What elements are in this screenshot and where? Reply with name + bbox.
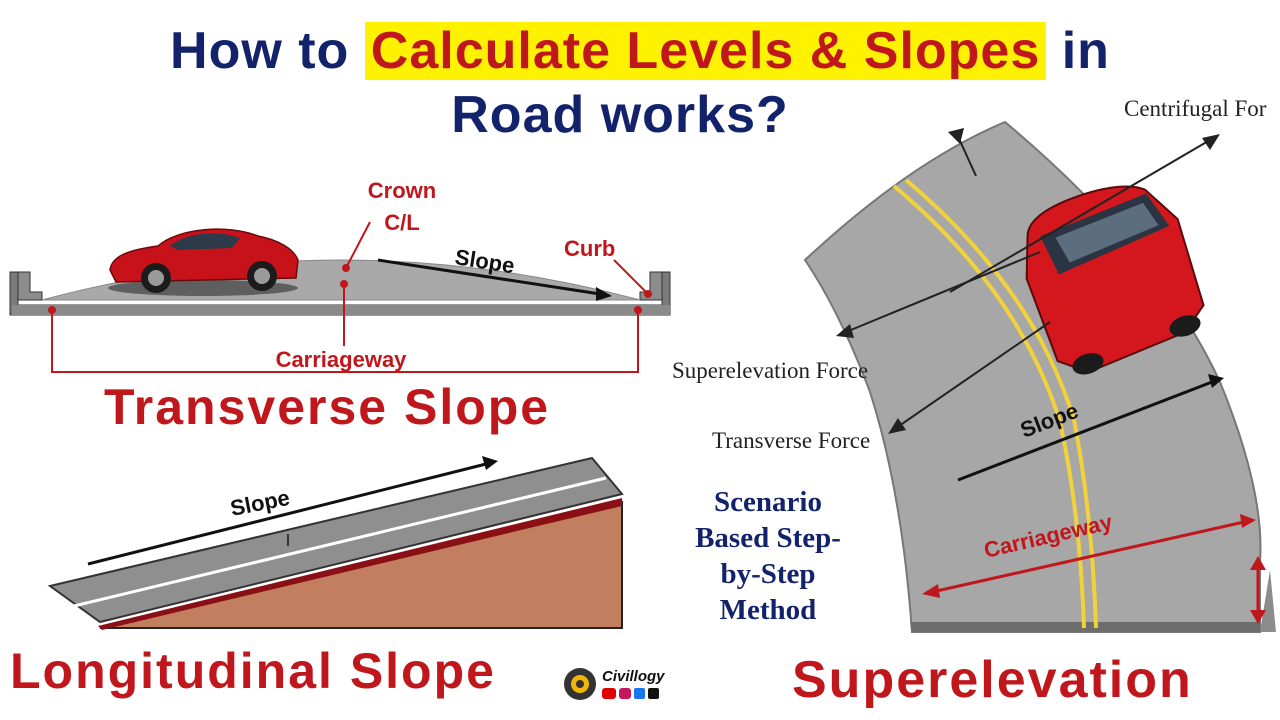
superelevation-caption: Superelevation	[792, 651, 1193, 709]
title-line2: Road works?	[451, 86, 789, 144]
carriageway-dimension	[51, 310, 639, 373]
superelevation-force-arrow	[845, 251, 1041, 333]
transverse-force-arrow	[895, 321, 1051, 429]
lane-marking	[73, 476, 607, 608]
title-suffix: in	[1046, 22, 1110, 80]
yellow-center-line-2	[904, 178, 1098, 629]
transverse-slope-arrow	[377, 258, 601, 296]
centrifugal-force-arrow	[949, 139, 1211, 293]
yellow-center-line-1	[892, 184, 1086, 629]
transverse-force-label: Transverse Force	[712, 428, 870, 453]
red-base-layer	[98, 498, 622, 630]
carriageway-width-arrow	[931, 520, 1245, 594]
superelevation-diagram: Centrifugal For Superelevation Force Tra…	[672, 96, 1276, 633]
superelevation-force-label: Superelevation Force	[672, 358, 868, 383]
facebook-icon	[634, 688, 645, 699]
curb-label: Curb	[564, 236, 615, 261]
superelevation-slope-arrow	[957, 380, 1213, 482]
curb-leader-line	[613, 259, 649, 295]
crown-label: Crown	[368, 178, 436, 203]
superelevation-red-car	[1025, 185, 1205, 375]
brand-watermark: Civillogy	[562, 664, 678, 704]
centerline-label: C/L	[384, 210, 419, 235]
longitudinal-slope-diagram: Slope	[47, 456, 624, 630]
crown-point	[342, 264, 350, 272]
method-line-4: Method	[719, 594, 817, 626]
transverse-slope-caption: Transverse Slope	[104, 379, 551, 435]
asphalt-layer	[47, 456, 624, 624]
method-line-1: Scenario	[714, 486, 822, 518]
centrifugal-force-label: Centrifugal For	[1124, 96, 1267, 121]
method-line-2: Based Step-	[695, 522, 841, 554]
title-highlight: Calculate Levels & Slopes	[364, 22, 1047, 80]
page-title-line2: Road works?	[0, 84, 1240, 146]
youtube-icon	[602, 688, 616, 699]
method-line-3: by-Step	[720, 558, 816, 590]
curved-road-surface	[803, 120, 1262, 633]
red-sports-car	[108, 228, 299, 296]
transverse-carriageway-label: Carriageway	[276, 347, 408, 372]
longitudinal-slope-caption: Longitudinal Slope	[10, 643, 496, 699]
instagram-icon	[619, 688, 631, 699]
method-description: Scenario Based Step- by-Step Method	[668, 484, 868, 628]
left-curb	[17, 271, 43, 301]
tiktok-icon	[648, 688, 659, 699]
civillogy-logo-icon	[564, 668, 596, 700]
brand-name: Civillogy	[602, 668, 665, 685]
page-title: How to Calculate Levels & Slopes in	[0, 20, 1280, 82]
title-prefix: How to	[170, 22, 365, 80]
longitudinal-slope-arrow	[87, 462, 487, 566]
transverse-slope-diagram: Crown C/L Slope Curb Carriageway	[9, 178, 671, 373]
crown-leader-line	[345, 221, 371, 269]
